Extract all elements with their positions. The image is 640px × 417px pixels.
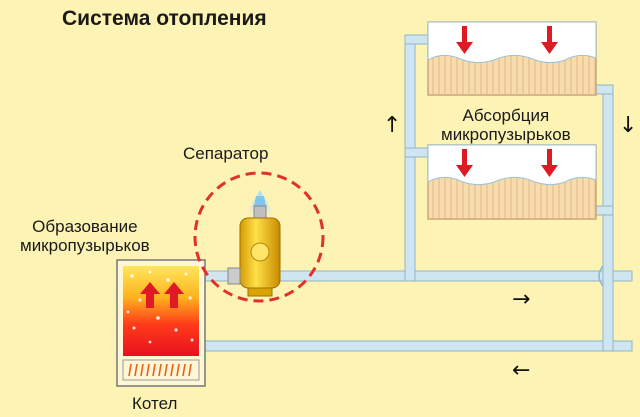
absorb-arrow-icon: [456, 26, 558, 54]
boiler: [116, 259, 206, 387]
mid-right-connector: [594, 205, 614, 216]
absorption-label-line2: микропузырьков: [441, 125, 571, 144]
top-connector: [404, 34, 431, 45]
riser-right: [602, 84, 614, 352]
radiator-bottom: [427, 144, 597, 220]
burner-flame-icon: [128, 363, 192, 377]
return-pipe: [199, 340, 633, 352]
absorb-arrow-icon: [456, 149, 558, 177]
formation-label: Образование микропузырьков: [20, 217, 150, 255]
separator: [193, 171, 325, 303]
riser-down-arrow: ↓: [619, 113, 637, 138]
formation-label-line1: Образование: [32, 217, 138, 236]
separator-label: Сепаратор: [183, 144, 269, 163]
supply-flow-arrow: →: [512, 287, 530, 312]
radiator-top: [427, 21, 597, 96]
absorption-label-line1: Абсорбция: [462, 106, 550, 125]
riser-up-arrow: ↑: [383, 113, 401, 138]
top-right-connector: [594, 84, 614, 95]
formation-label-line2: микропузырьков: [20, 236, 150, 255]
separator-highlight-ring: [193, 171, 325, 303]
absorption-label: Абсорбция микропузырьков: [441, 106, 571, 144]
riser-left: [404, 34, 416, 282]
mid-connector-left: [404, 147, 431, 158]
boiler-label: Котел: [132, 394, 178, 413]
diagram-title: Система отопления: [62, 7, 267, 30]
pipe-crossover: [598, 265, 604, 287]
heat-arrow-icon: [140, 282, 184, 308]
burner: [122, 359, 200, 381]
return-flow-arrow: ←: [512, 358, 530, 383]
